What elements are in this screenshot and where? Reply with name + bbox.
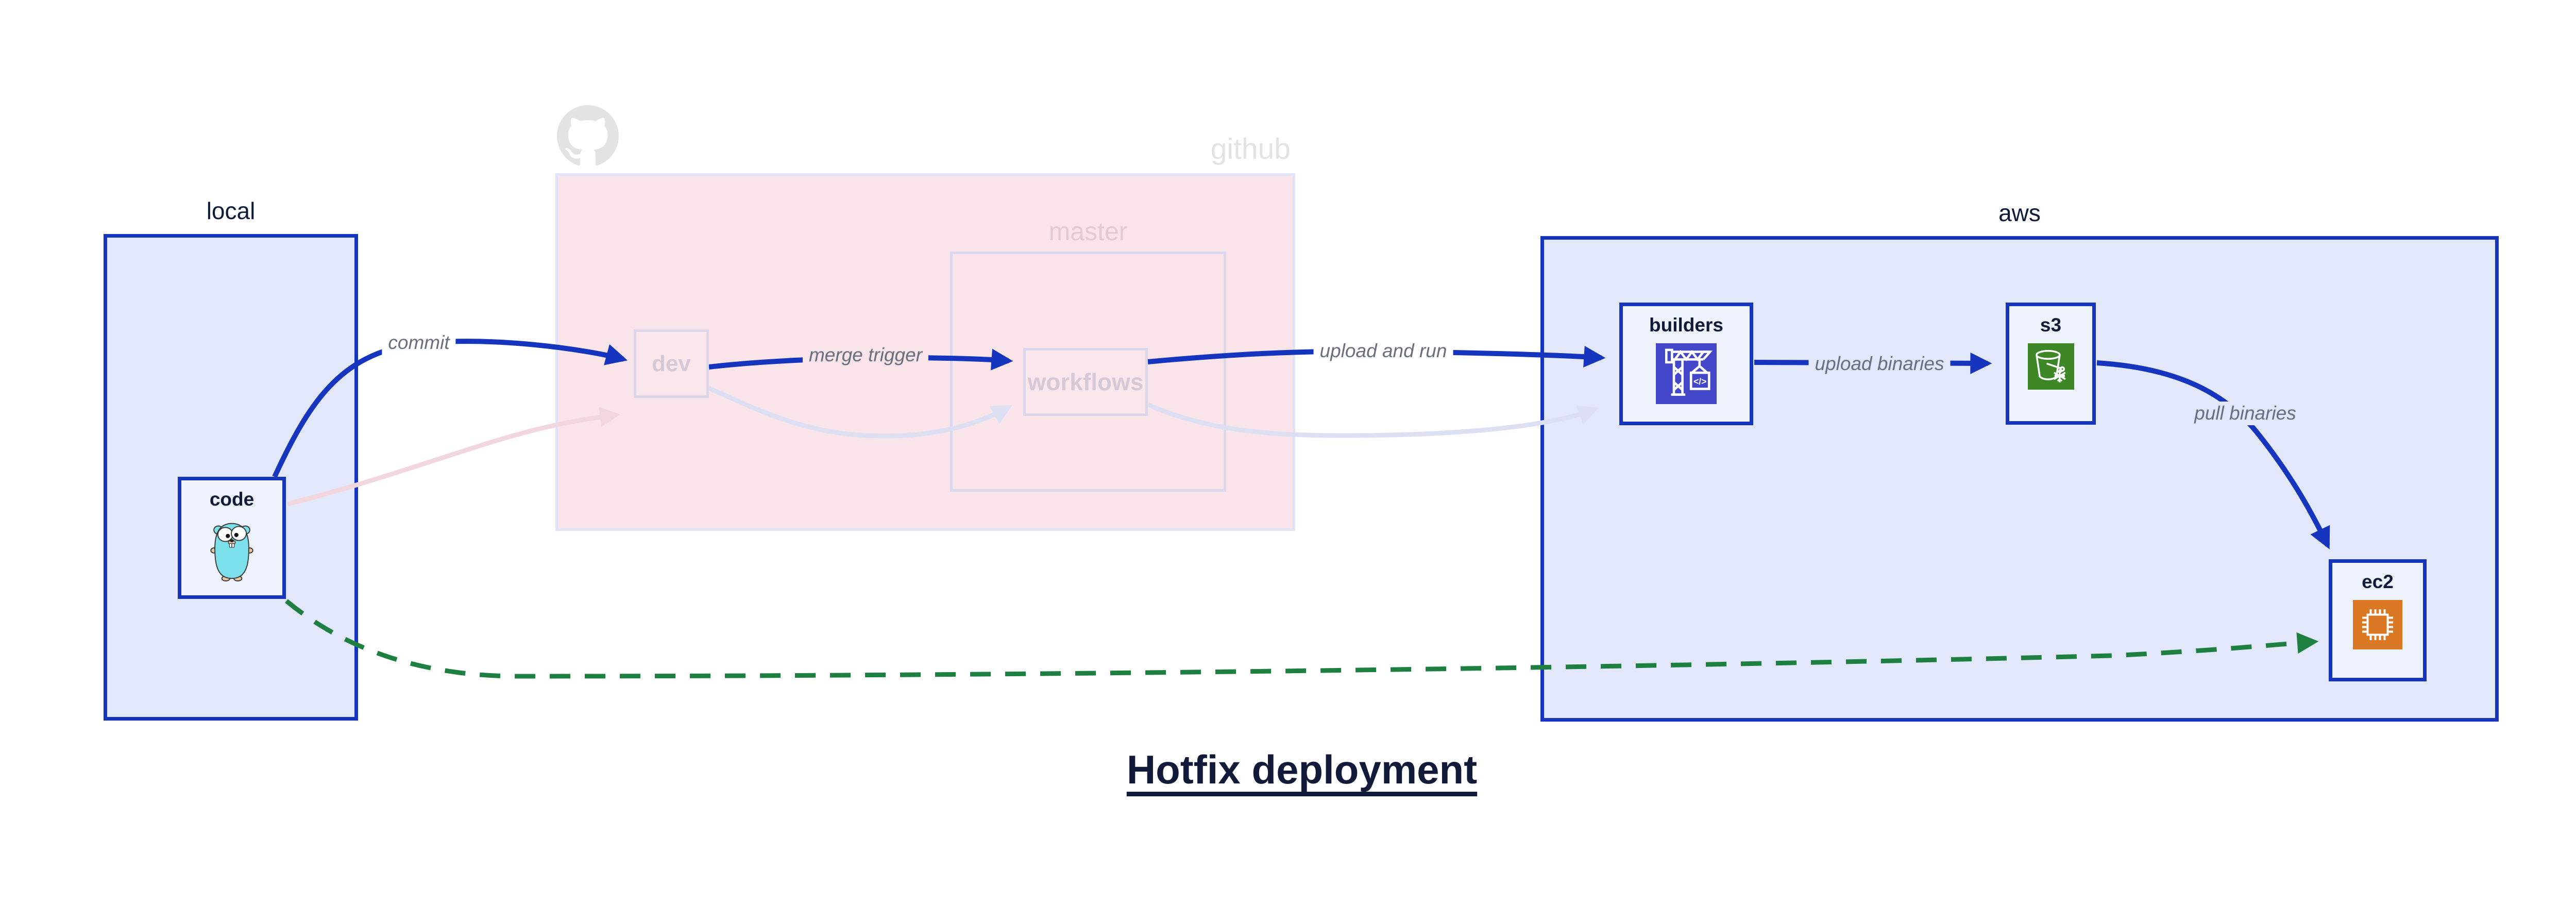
node-builders-label: builders [1649,314,1723,336]
ec2-chip-icon [2353,600,2402,649]
edge-label-upload-and-run: upload and run [1313,339,1453,363]
edge-label-pull-binaries: pull binaries [2188,402,2302,425]
edge-label-merge-trigger: merge trigger [802,343,929,367]
codebuild-code-glyph: </> [1693,376,1706,387]
node-builders: builders </> [1619,303,1753,425]
master-group-box [950,252,1226,492]
node-ec2-label: ec2 [2362,571,2394,592]
diagram-title: Hotfix deployment [1126,747,1478,792]
go-gopher-icon [206,517,258,582]
node-dev: dev [634,329,709,398]
node-code-label: code [209,489,255,510]
node-s3-label: s3 [2040,314,2062,336]
s3-bucket-snowflake-icon [2027,343,2074,390]
node-code: code [178,477,286,599]
local-group-label: local [206,197,256,224]
node-workflows: workflows [1023,348,1148,416]
edge-label-commit: commit [382,331,456,355]
aws-group-label: aws [1998,199,2041,226]
octocat-icon [557,105,619,167]
github-group-label: github [1210,132,1291,165]
master-group-label: master [1048,217,1128,246]
node-workflows-label: workflows [1027,369,1144,395]
node-dev-label: dev [652,350,691,376]
node-s3: s3 [2006,303,2096,425]
edge-label-upload-binaries: upload binaries [1808,352,1951,376]
node-ec2: ec2 [2329,559,2427,681]
codebuild-crane-icon: </> [1656,343,1717,404]
